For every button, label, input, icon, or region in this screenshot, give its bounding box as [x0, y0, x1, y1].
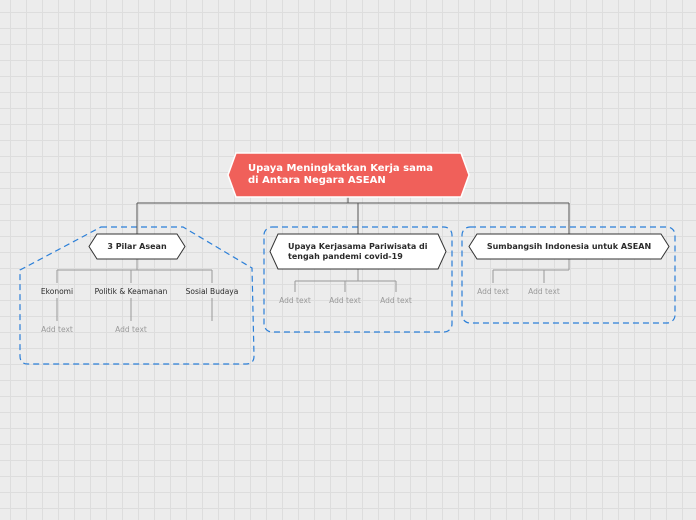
- placeholder-text[interactable]: Add text: [380, 296, 412, 305]
- subtopic-politik-keamanan[interactable]: Politik & Keamanan: [94, 287, 168, 296]
- topic-pariwisata-shape[interactable]: [269, 233, 447, 270]
- central-connectors: [136, 197, 570, 234]
- placeholder-text[interactable]: Add text: [329, 296, 361, 305]
- subtopic-ekonomi[interactable]: Ekonomi: [40, 287, 74, 296]
- topic-sumbangsih-label[interactable]: Sumbangsih Indonesia untuk ASEAN: [486, 242, 652, 251]
- central-topic-title[interactable]: Upaya Meningkatkan Kerja sama di Antara …: [248, 163, 458, 187]
- placeholder-text[interactable]: Add text: [115, 325, 147, 334]
- topic-pilar-label[interactable]: 3 Pilar Asean: [107, 242, 167, 251]
- sumbangsih-connectors: [492, 259, 570, 283]
- central-topic-line1: Upaya Meningkatkan Kerja sama: [248, 163, 434, 174]
- pilar-connectors: [56, 259, 213, 321]
- topic-pariwisata-label[interactable]: Upaya Kerjasama Pariwisata di tengah pan…: [288, 242, 428, 262]
- subtopic-sosial-budaya[interactable]: Sosial Budaya: [185, 287, 239, 296]
- topic-sumbangsih-shape[interactable]: [468, 233, 670, 260]
- topic-pariwisata-line2: tengah pandemi covid-19: [288, 252, 403, 261]
- pariwisata-connectors: [294, 269, 397, 292]
- topic-pilar-shape[interactable]: [88, 233, 186, 260]
- boundary-pilar[interactable]: [19, 226, 255, 365]
- boundary-sumbangsih[interactable]: [461, 226, 676, 324]
- central-topic-shape[interactable]: [227, 152, 470, 198]
- placeholder-text[interactable]: Add text: [477, 287, 509, 296]
- central-topic-line2: di Antara Negara ASEAN: [248, 175, 386, 186]
- placeholder-text[interactable]: Add text: [41, 325, 73, 334]
- topic-pariwisata-line1: Upaya Kerjasama Pariwisata di: [288, 242, 428, 251]
- placeholder-text[interactable]: Add text: [279, 296, 311, 305]
- placeholder-text[interactable]: Add text: [528, 287, 560, 296]
